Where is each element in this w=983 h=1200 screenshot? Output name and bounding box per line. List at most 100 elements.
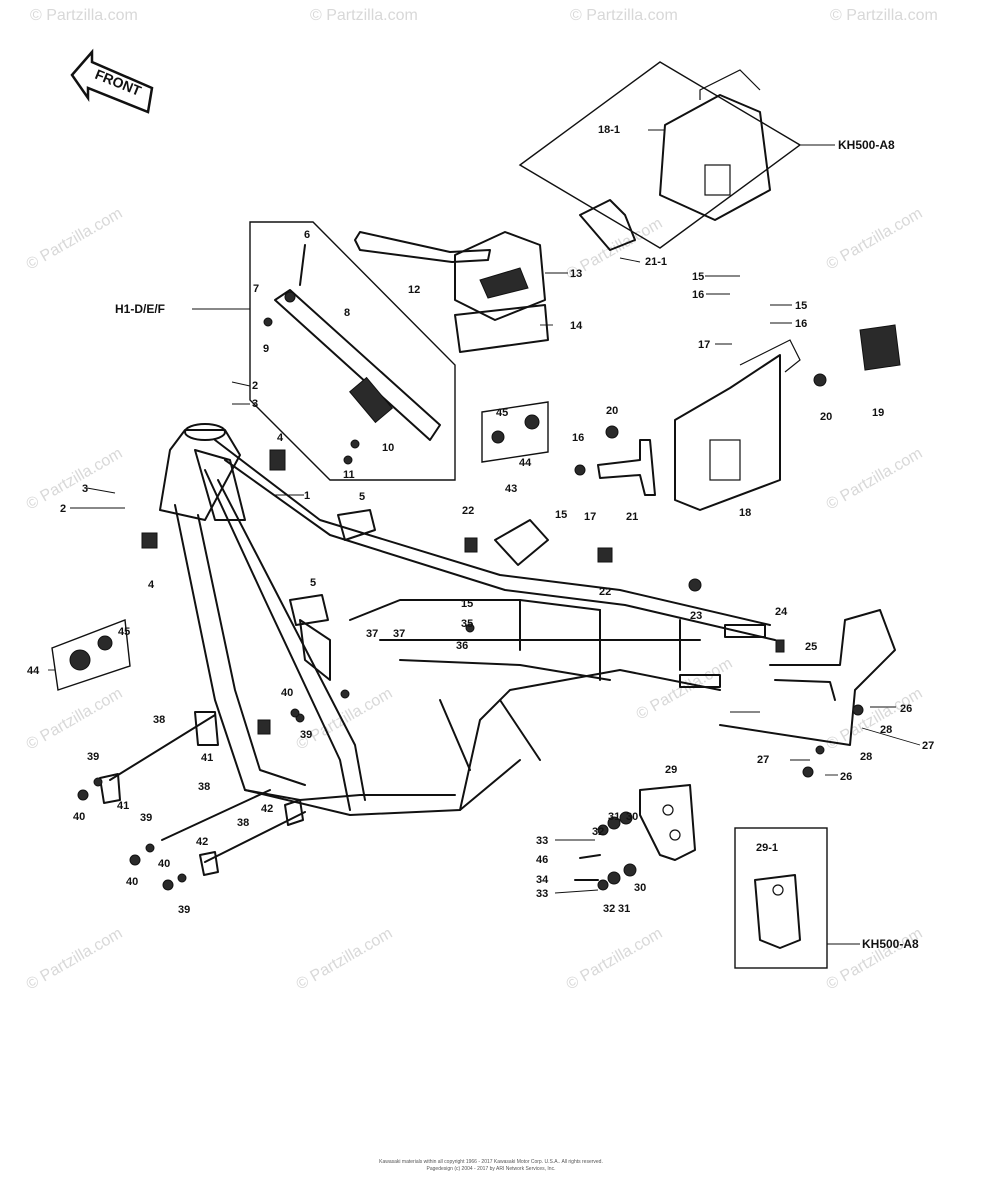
h1-steering-damper-inset bbox=[192, 221, 456, 481]
callout-8: 8 bbox=[344, 307, 350, 319]
rubber-bushing-upper bbox=[337, 509, 376, 541]
watermark: © Partzilla.com bbox=[824, 925, 926, 994]
callout-16: 16 bbox=[795, 318, 807, 330]
watermark: © Partzilla.com bbox=[294, 925, 396, 994]
callout-2: 2 bbox=[252, 380, 258, 392]
callout-23: 23 bbox=[690, 610, 702, 622]
callout-45: 45 bbox=[496, 407, 508, 419]
callout-29: 29 bbox=[665, 764, 677, 776]
rubber-pad-44-lower bbox=[51, 619, 131, 691]
kh500-battery-case-inset bbox=[518, 61, 835, 263]
callout-32: 32 bbox=[592, 826, 604, 838]
callout-21-1: 21-1 bbox=[645, 256, 667, 268]
callout-26: 26 bbox=[840, 771, 852, 783]
callout-3: 3 bbox=[82, 483, 88, 495]
callout-38: 38 bbox=[237, 817, 249, 829]
callout-10: 10 bbox=[382, 442, 394, 454]
watermark: © Partzilla.com bbox=[24, 445, 126, 514]
main-frame bbox=[141, 423, 776, 816]
callout-9: 9 bbox=[263, 343, 269, 355]
bracket-21 bbox=[574, 425, 656, 496]
callout-38: 38 bbox=[198, 781, 210, 793]
callout-35: 35 bbox=[461, 618, 473, 630]
grab-rail bbox=[719, 609, 896, 778]
callout-12: 12 bbox=[408, 284, 420, 296]
callout-21: 21 bbox=[626, 511, 638, 523]
callout-41: 41 bbox=[117, 800, 129, 812]
watermark: © Partzilla.com bbox=[570, 7, 678, 24]
callout-36: 36 bbox=[456, 640, 468, 652]
variant-label-h1: H1-D/E/F bbox=[115, 302, 165, 316]
watermark: © Partzilla.com bbox=[24, 685, 126, 754]
callout-32: 32 bbox=[603, 903, 615, 915]
callout-22: 22 bbox=[599, 586, 611, 598]
callout-3: 3 bbox=[252, 398, 258, 410]
callout-20: 20 bbox=[606, 405, 618, 417]
callout-15: 15 bbox=[795, 300, 807, 312]
callout-43: 43 bbox=[505, 483, 517, 495]
callout-37: 37 bbox=[366, 628, 378, 640]
variant-label-kh500-top: KH500-A8 bbox=[838, 138, 895, 152]
callout-4: 4 bbox=[277, 432, 284, 444]
callout-31: 31 bbox=[618, 903, 630, 915]
callout-17: 17 bbox=[698, 339, 710, 351]
watermark: © Partzilla.com bbox=[310, 7, 418, 24]
rubber-pad-44-upper bbox=[481, 401, 549, 463]
kh500-footrest-inset bbox=[734, 827, 860, 969]
watermark: © Partzilla.com bbox=[30, 7, 138, 24]
callout-14: 14 bbox=[570, 320, 583, 332]
watermark: © Partzilla.com bbox=[24, 205, 126, 274]
callout-25: 25 bbox=[805, 641, 817, 653]
callout-15: 15 bbox=[461, 598, 473, 610]
callout-30: 30 bbox=[626, 811, 638, 823]
callout-22: 22 bbox=[462, 505, 474, 517]
callout-1: 1 bbox=[304, 490, 310, 502]
callout-28: 28 bbox=[860, 751, 872, 763]
callout-46: 46 bbox=[536, 854, 548, 866]
callout-39: 39 bbox=[178, 904, 190, 916]
engine-mount-bolts bbox=[77, 708, 306, 891]
callout-15: 15 bbox=[692, 271, 704, 283]
watermark: © Partzilla.com bbox=[564, 925, 666, 994]
callout-20: 20 bbox=[820, 411, 832, 423]
callout-16: 16 bbox=[572, 432, 584, 444]
callout-42: 42 bbox=[196, 836, 208, 848]
callout-27: 27 bbox=[757, 754, 769, 766]
callout-leaders bbox=[48, 272, 921, 894]
watermark: © Partzilla.com bbox=[24, 925, 126, 994]
callout-34: 34 bbox=[536, 874, 549, 886]
callout-44: 44 bbox=[519, 457, 532, 469]
callout-27: 27 bbox=[922, 740, 934, 752]
callout-13: 13 bbox=[570, 268, 582, 280]
callout-33: 33 bbox=[536, 835, 548, 847]
tank-cover-assembly bbox=[354, 231, 549, 353]
rubber-bushing-lower bbox=[289, 594, 329, 626]
callout-30: 30 bbox=[634, 882, 646, 894]
callout-44: 44 bbox=[27, 665, 40, 677]
callout-labels: 18-1 21-1 29-1 1 2 2 3 3 4 4 5 5 6 7 8 9… bbox=[27, 124, 934, 916]
callout-11: 11 bbox=[343, 469, 355, 481]
callout-37: 37 bbox=[393, 628, 405, 640]
callout-17: 17 bbox=[584, 511, 596, 523]
callout-5: 5 bbox=[310, 577, 316, 589]
callout-7: 7 bbox=[253, 283, 259, 295]
callout-26: 26 bbox=[900, 703, 912, 715]
callout-39: 39 bbox=[300, 729, 312, 741]
callout-39: 39 bbox=[140, 812, 152, 824]
callout-4: 4 bbox=[148, 579, 155, 591]
callout-31: 31 bbox=[608, 811, 620, 823]
callout-38: 38 bbox=[153, 714, 165, 726]
callout-45: 45 bbox=[118, 626, 130, 638]
callout-2: 2 bbox=[60, 503, 66, 515]
copyright-line-1: Kawasaki materials within all copyright … bbox=[379, 1159, 603, 1165]
callout-40: 40 bbox=[126, 876, 138, 888]
callout-39: 39 bbox=[87, 751, 99, 763]
watermark: © Partzilla.com bbox=[824, 445, 926, 514]
callout-6: 6 bbox=[304, 229, 310, 241]
callout-33: 33 bbox=[536, 888, 548, 900]
front-arrow-icon: FRONT bbox=[70, 48, 154, 114]
callout-24: 24 bbox=[775, 606, 788, 618]
callout-29-1: 29-1 bbox=[756, 842, 778, 854]
cover-43 bbox=[494, 519, 549, 566]
